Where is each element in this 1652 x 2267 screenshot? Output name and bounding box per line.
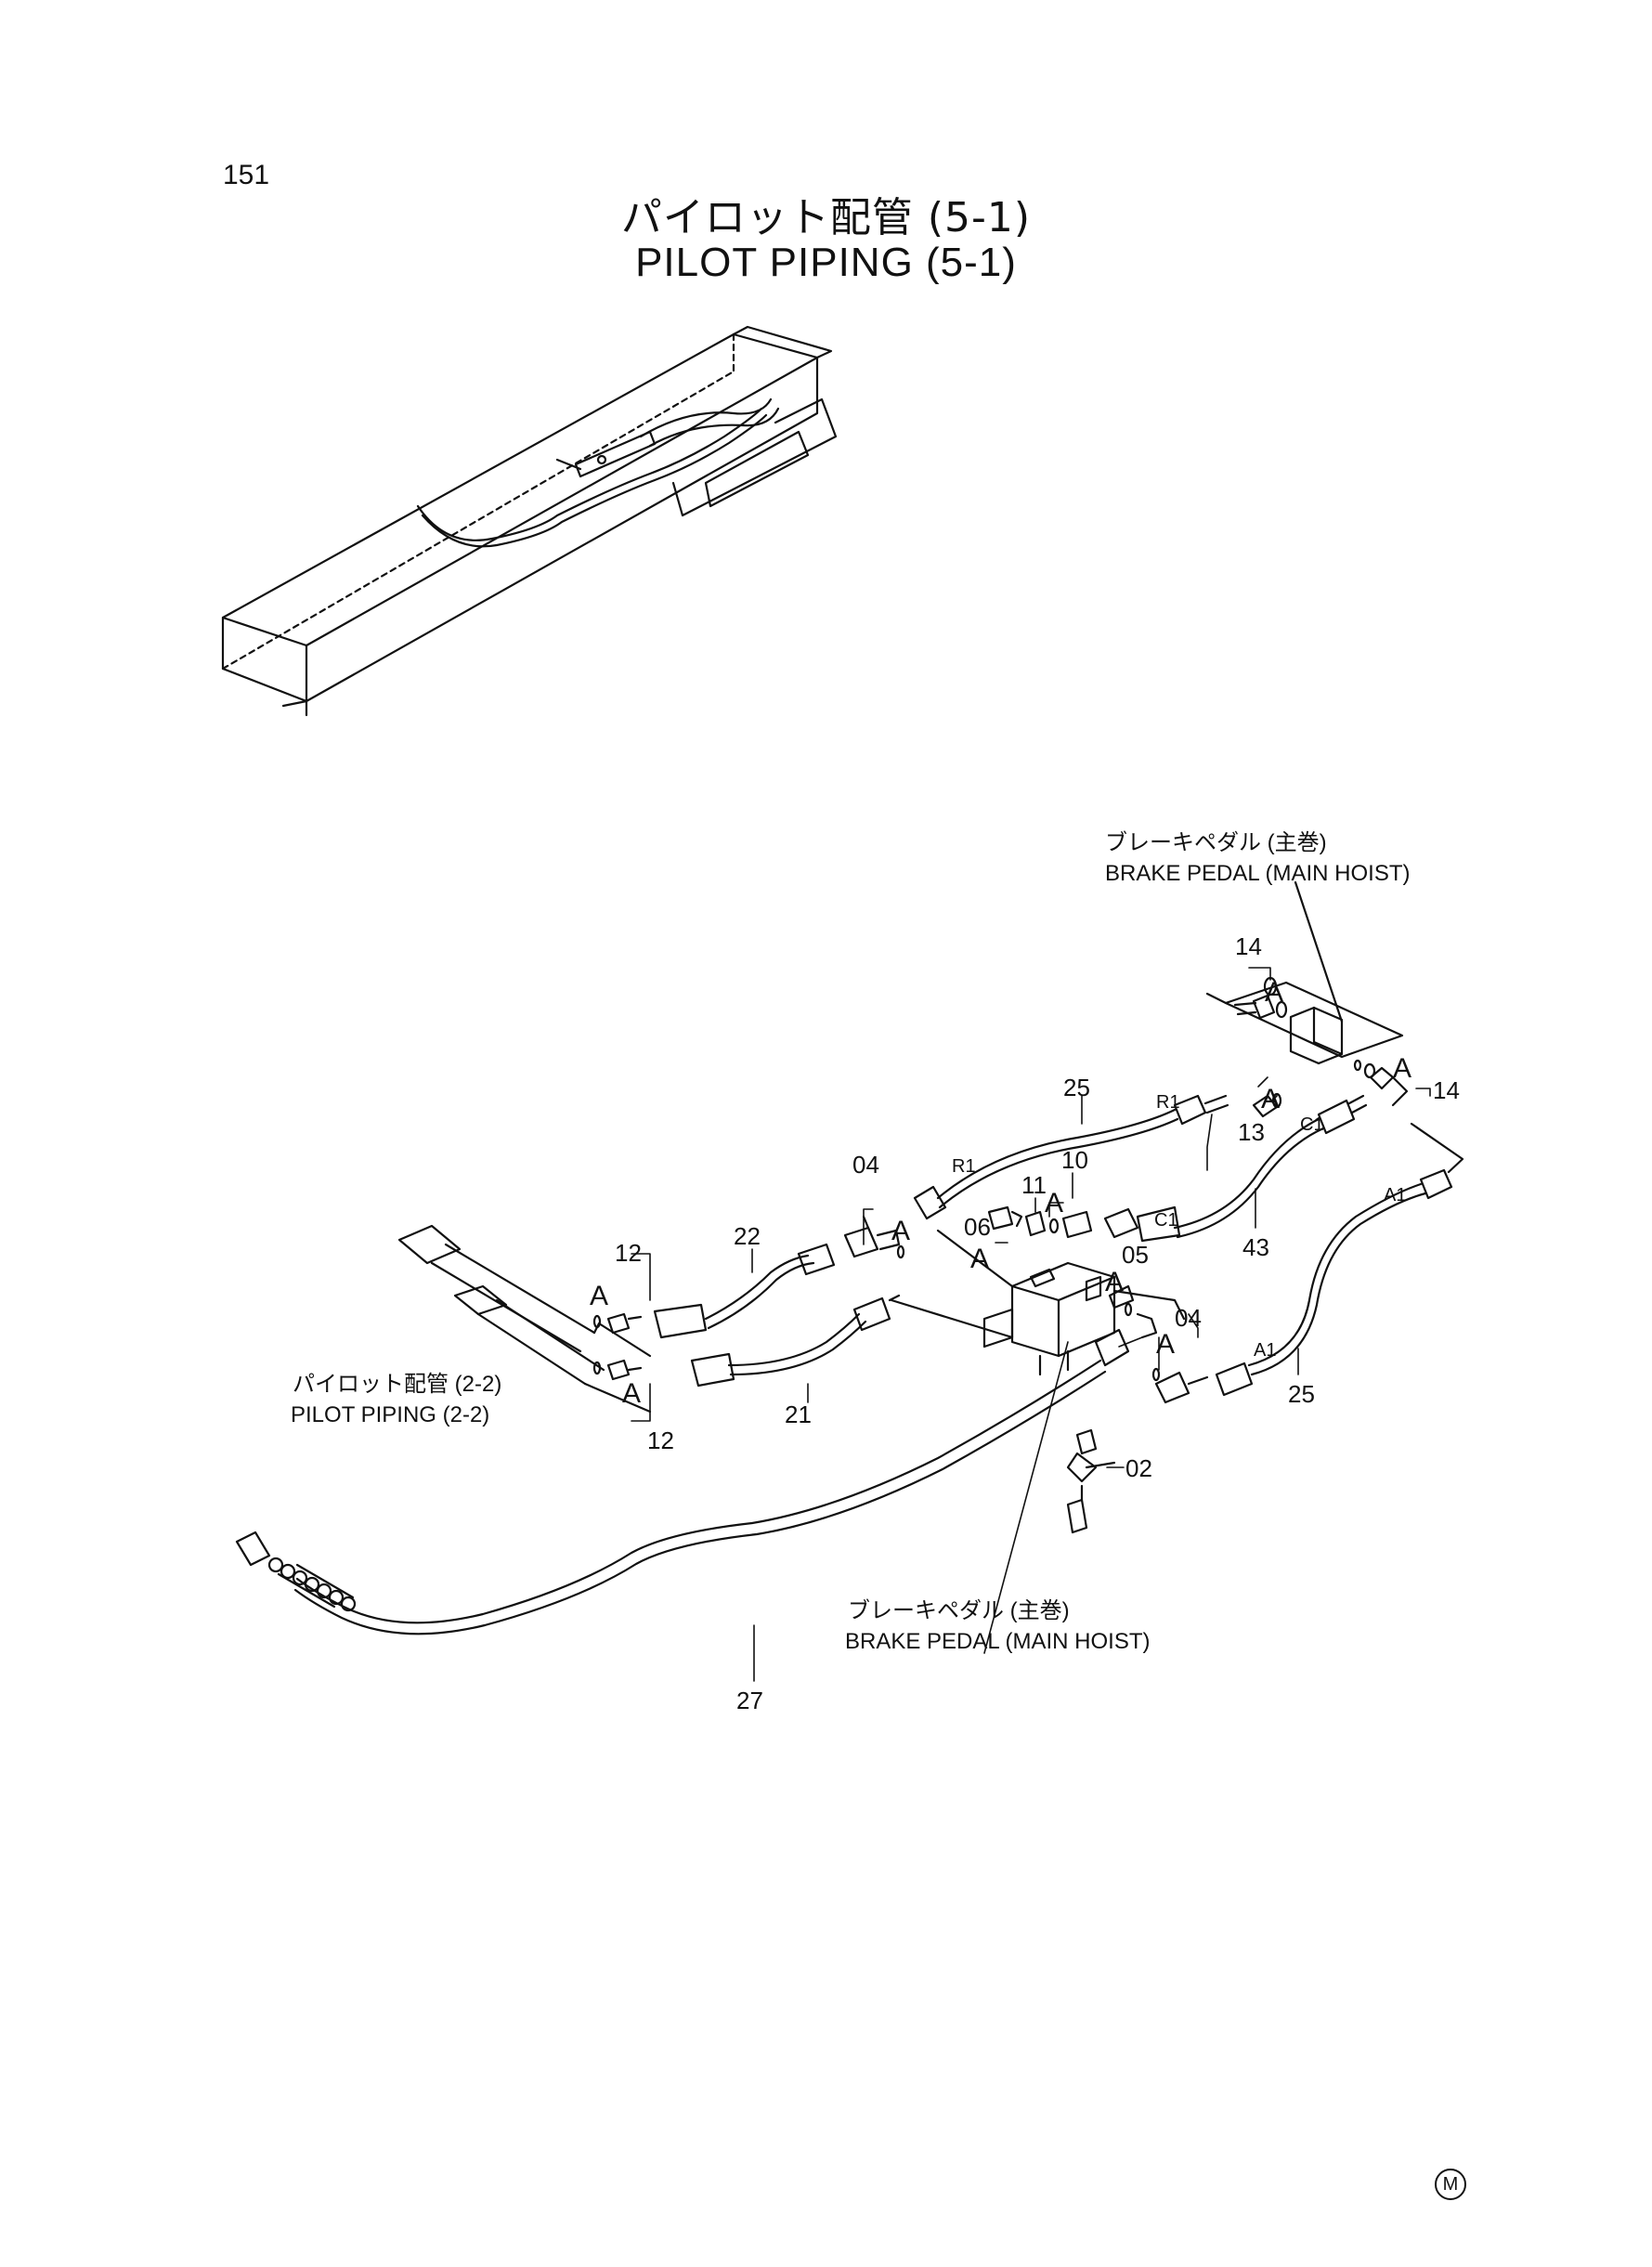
part-05: 05: [1122, 1241, 1149, 1269]
detail-marker-a-4: A: [1045, 1188, 1063, 1218]
part-27: 27: [736, 1687, 763, 1714]
detail-marker-a-1: A: [1265, 977, 1283, 1008]
fittings-center: [987, 1205, 1209, 1534]
hose-22: [653, 1243, 836, 1339]
part-14-upper: 14: [1235, 932, 1262, 960]
port-r1-lower: R1: [952, 1156, 976, 1177]
trademark-m-icon: M: [1435, 2169, 1466, 2200]
hose-25-lower: [1215, 1168, 1453, 1397]
machine-frame-overview: [221, 325, 838, 717]
hose-21: [690, 1294, 1014, 1388]
pilot-piping-ref-jp: パイロット配管 (2-2): [293, 1372, 501, 1397]
part-25-lower: 25: [1288, 1380, 1315, 1408]
brake-pedal-top-en: BRAKE PEDAL (MAIN HOIST): [1105, 861, 1411, 886]
part-11: 11: [1021, 1171, 1047, 1199]
brake-pedal-bottom-en: BRAKE PEDAL (MAIN HOIST): [845, 1629, 1151, 1654]
detail-marker-a-7: A: [1105, 1267, 1124, 1297]
part-06: 06: [964, 1213, 991, 1241]
hose-25-upper: [913, 1094, 1229, 1220]
brake-pedal-bottom-jp: ブレーキペダル (主巻): [848, 1598, 1070, 1623]
part-12-upper: 12: [615, 1239, 642, 1267]
part-02: 02: [1125, 1454, 1152, 1482]
port-c1-lower: C1: [1154, 1210, 1178, 1231]
part-22: 22: [734, 1222, 761, 1250]
part-21: 21: [785, 1401, 812, 1428]
page-title-jp: パイロット配管 (5-1): [620, 194, 1032, 241]
page-number: 151: [223, 160, 270, 190]
port-a1-lower: A1: [1254, 1340, 1276, 1361]
pilot-piping-left: [397, 1224, 652, 1414]
part-10: 10: [1061, 1146, 1088, 1174]
part-04-upper: 04: [852, 1151, 879, 1179]
detail-marker-a-5: A: [891, 1216, 910, 1246]
detail-marker-a-3: A: [1261, 1084, 1280, 1114]
hose-43: [1103, 1094, 1368, 1243]
detail-marker-a-10: A: [622, 1378, 641, 1409]
brake-pedal-top-jp: ブレーキペダル (主巻): [1105, 830, 1327, 855]
detail-marker-a-6: A: [970, 1244, 989, 1274]
part-14-right: 14: [1433, 1076, 1460, 1104]
detail-marker-a-9: A: [590, 1281, 608, 1311]
pilot-piping-ref-en: PILOT PIPING (2-2): [291, 1402, 489, 1427]
part-13: 13: [1238, 1118, 1265, 1146]
port-c1-upper: C1: [1300, 1114, 1324, 1135]
port-r1-upper: R1: [1156, 1092, 1180, 1113]
part-12-lower: 12: [647, 1427, 674, 1454]
hose-27: [235, 1328, 1130, 1635]
page-title-en: PILOT PIPING (5-1): [635, 240, 1017, 285]
port-a1-upper: A1: [1384, 1185, 1406, 1205]
brake-pedal-top: [1205, 880, 1409, 1118]
fitting-04-upper: [843, 1215, 905, 1259]
leader-lines: [631, 967, 1431, 1682]
detail-marker-a-2: A: [1393, 1053, 1411, 1084]
part-04-lower: 04: [1175, 1304, 1202, 1332]
leader-a1-upper: [1410, 1122, 1464, 1174]
part-43: 43: [1242, 1233, 1269, 1261]
detail-marker-a-8: A: [1156, 1329, 1175, 1360]
part-25-upper: 25: [1063, 1074, 1090, 1101]
